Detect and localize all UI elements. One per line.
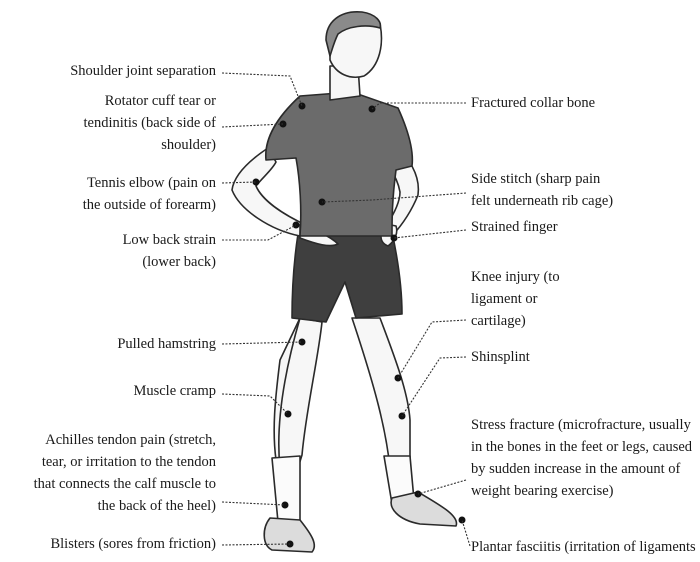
shorts	[291, 231, 403, 323]
label-rotator-cuff: Rotator cuff tear or tendinitis (back si…	[83, 93, 216, 153]
leader-side-stitch	[321, 192, 467, 203]
label-muscle-cramp: Muscle cramp	[133, 383, 216, 399]
label-blisters: Blisters (sores from friction)	[50, 536, 216, 552]
marker-finger	[390, 234, 398, 242]
leader-collar	[371, 102, 466, 110]
label-knee-injury: Knee injury (to ligament or cartilage)	[471, 269, 560, 329]
label-tennis-elbow: Tennis elbow (pain on the outside of for…	[82, 175, 216, 213]
label-shoulder-separation: Shoulder joint separation	[70, 63, 216, 79]
marker-elbow	[252, 178, 260, 186]
leader-shinsplint	[401, 356, 467, 417]
shirt	[265, 91, 414, 237]
leader-lines	[221, 72, 471, 547]
right-shoe	[390, 491, 458, 527]
label-stress-fracture: Stress fracture (microfracture, usually …	[471, 417, 693, 499]
label-plantar-fasciitis: Plantar fasciitis (irritation of ligamen…	[471, 539, 696, 562]
label-side-stitch: Side stitch (sharp pain felt underneath …	[471, 171, 614, 209]
leader-shoulder	[221, 72, 303, 107]
left-sock	[271, 455, 301, 523]
label-achilles: Achilles tendon pain (stretch, tear, or …	[33, 432, 216, 514]
leader-knee	[397, 319, 467, 379]
leader-hamstring	[221, 341, 303, 345]
leader-elbow	[221, 181, 257, 184]
leader-achilles	[221, 501, 286, 506]
hair	[325, 11, 382, 57]
leader-plantar	[461, 519, 471, 547]
leader-rotator	[221, 123, 284, 128]
leader-finger	[393, 229, 467, 239]
leader-stress-fracture	[417, 479, 467, 495]
label-collar-bone: Fractured collar bone	[471, 95, 596, 111]
right-leg-outline	[351, 317, 411, 469]
leader-low-back	[222, 224, 297, 241]
label-low-back-strain: Low back strain (lower back)	[122, 232, 216, 270]
marker-hamstring	[298, 338, 306, 346]
marker-plantar	[458, 516, 466, 524]
left-shoe	[263, 517, 316, 553]
label-strained-finger: Strained finger	[471, 219, 558, 235]
label-pulled-hamstring: Pulled hamstring	[117, 336, 216, 352]
marker-shoulder	[298, 102, 306, 110]
label-shinsplint: Shinsplint	[471, 349, 530, 365]
injury-markers	[252, 102, 466, 548]
leader-blisters	[221, 543, 291, 546]
